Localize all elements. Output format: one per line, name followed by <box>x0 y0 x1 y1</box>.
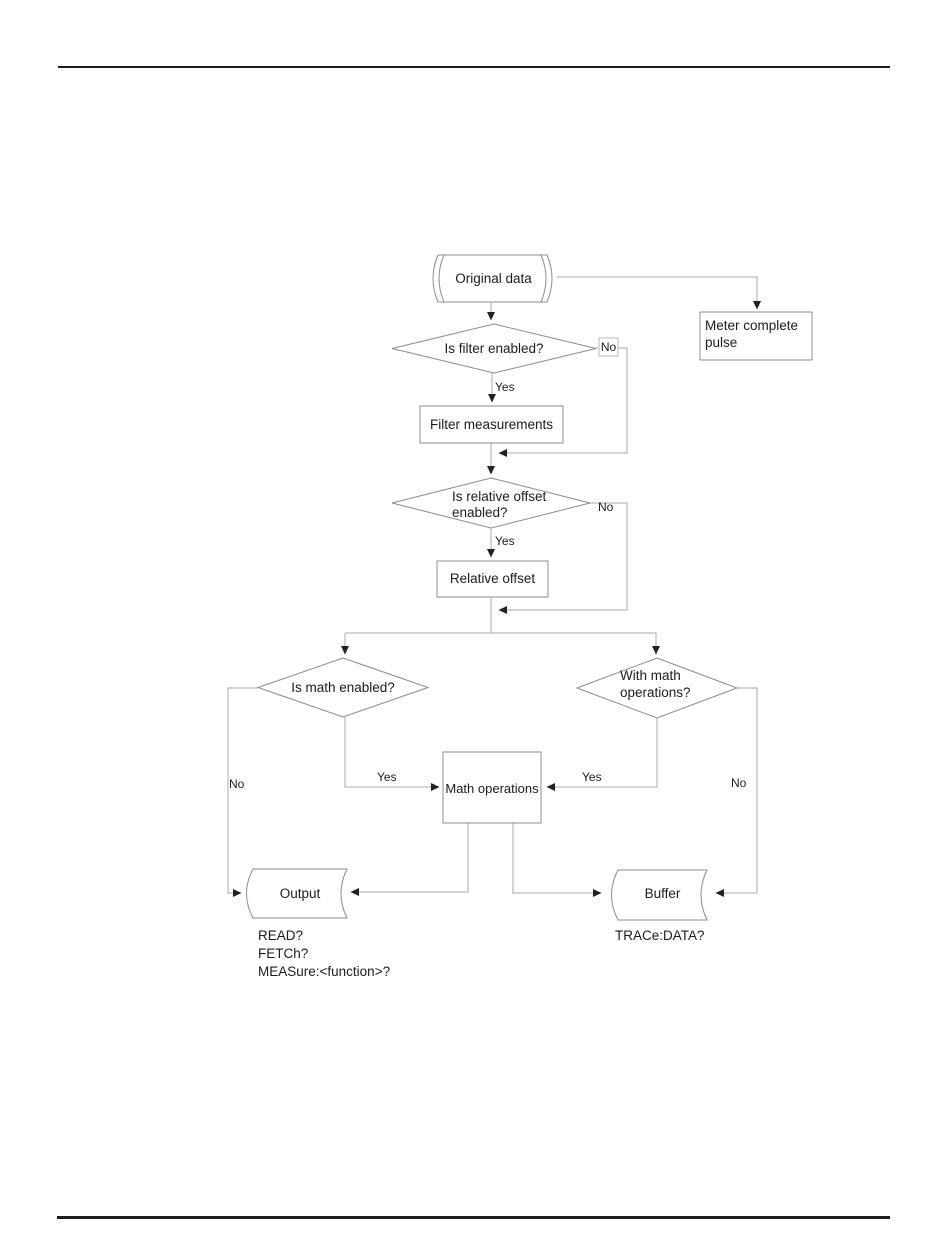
filter-no-label: No <box>600 340 617 354</box>
header-rule <box>58 66 890 68</box>
output-shape <box>246 868 348 919</box>
connector-mathops-to-output <box>350 823 469 896</box>
filter-no-label-box <box>598 337 619 357</box>
buffer-commands: TRACe:DATA? <box>615 927 705 945</box>
meter-complete-pulse-line2: pulse <box>705 335 738 350</box>
with-math-no-label: No <box>731 776 747 790</box>
math-decision-diamond <box>256 657 430 718</box>
with-math-yes-label: Yes <box>582 770 602 784</box>
math-no-label: No <box>229 777 245 791</box>
math-decision-label: Is math enabled? <box>291 680 395 695</box>
connector-mathops-to-buffer <box>512 823 602 897</box>
connector-withmath-yes <box>546 718 658 791</box>
meter-complete-pulse-label: Meter complete pulse <box>705 317 798 351</box>
output-label: Output <box>279 886 321 901</box>
output-command-fetch: FETCh? <box>258 946 309 961</box>
math-operations-label: Math operations <box>445 781 539 796</box>
connector-withmath-no <box>715 687 758 897</box>
original-data-label: Original data <box>455 271 532 286</box>
buffer-label: Buffer <box>644 886 681 901</box>
original-data-inner-right-arc <box>540 254 547 303</box>
offset-decision-label: Is relative offset enabled? <box>452 489 546 521</box>
connectors <box>227 276 761 897</box>
meter-complete-pulse-box <box>699 311 813 361</box>
node-shapes <box>246 254 813 921</box>
filter-decision-diamond <box>391 323 597 374</box>
filter-measurements-box <box>419 405 564 444</box>
relative-offset-box <box>436 560 549 598</box>
relative-offset-label: Relative offset <box>449 571 536 586</box>
offset-decision-diamond <box>391 477 591 529</box>
offset-yes-label: Yes <box>495 534 515 548</box>
original-data-inner-left-arc <box>438 254 445 303</box>
with-math-decision-diamond <box>575 657 739 719</box>
footer-rule <box>57 1216 890 1219</box>
offset-no-label: No <box>598 500 614 514</box>
connector-math-no <box>227 687 258 897</box>
original-data-shape <box>432 254 553 303</box>
buffer-command-trace: TRACe:DATA? <box>615 928 705 943</box>
meter-complete-pulse-line1: Meter complete <box>705 318 799 333</box>
math-operations-box <box>442 751 542 824</box>
output-command-read: READ? <box>258 928 304 943</box>
connector-offset-no <box>498 502 628 614</box>
connector-math-yes <box>344 717 440 791</box>
connector-data-to-meter <box>557 276 761 310</box>
with-math-line1: With math <box>620 668 681 683</box>
output-commands: READ? FETCh? MEASure:<function>? <box>258 927 390 981</box>
math-yes-label: Yes <box>377 770 397 784</box>
with-math-line2: operations? <box>620 685 691 700</box>
offset-decision-line1: Is relative offset <box>452 489 547 504</box>
buffer-shape <box>611 869 708 921</box>
filter-measurements-label: Filter measurements <box>429 417 554 432</box>
offset-decision-line2: enabled? <box>452 505 508 520</box>
filter-decision-label: Is filter enabled? <box>444 341 544 356</box>
output-command-measure: MEASure:<function>? <box>258 964 391 979</box>
filter-yes-label: Yes <box>495 380 515 394</box>
with-math-decision-label: With math operations? <box>620 667 691 701</box>
